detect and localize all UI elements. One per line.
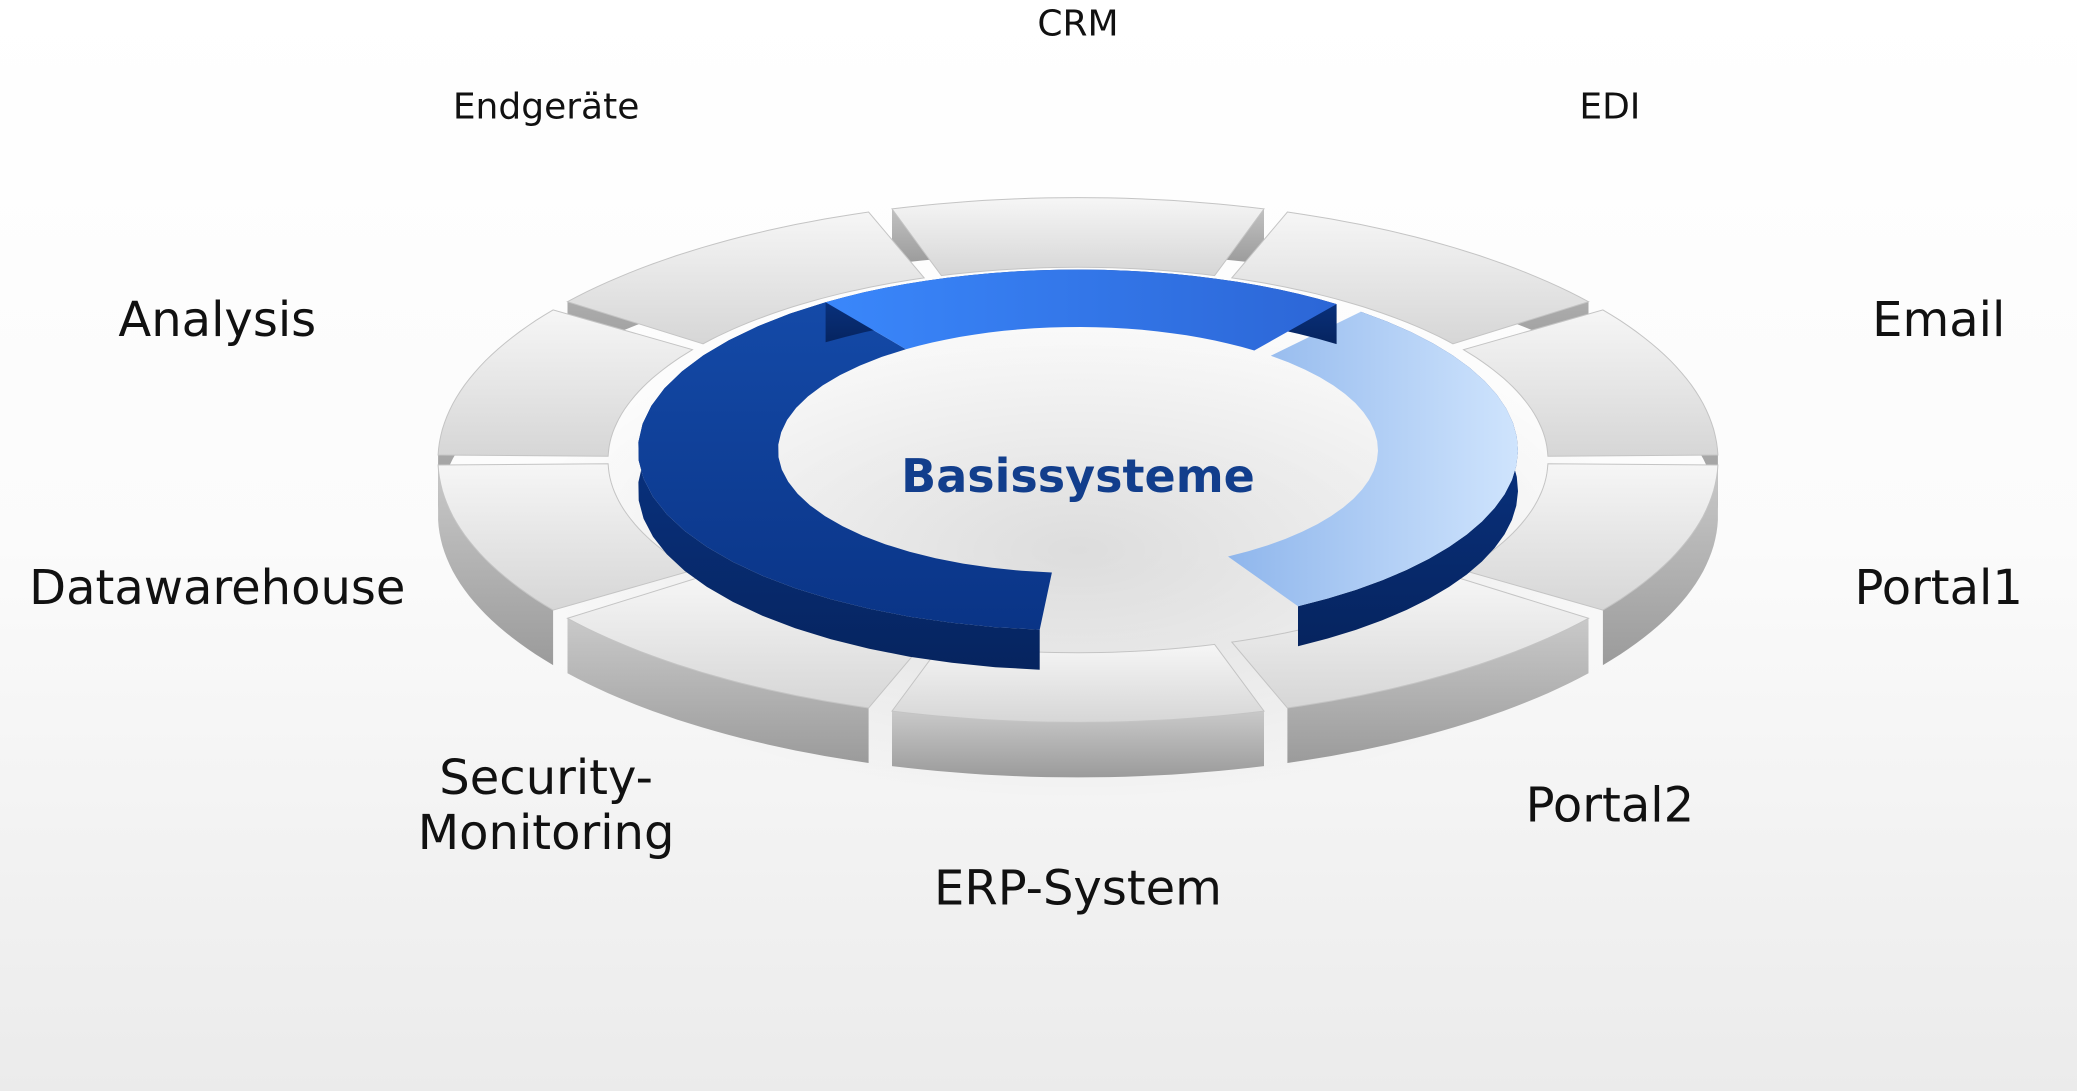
label-portal2: Portal2: [1526, 777, 1694, 833]
segment-portal2-side: [1287, 618, 1589, 763]
segment-edi: [1230, 211, 1590, 357]
label-edi: EDI: [1579, 87, 1640, 128]
label-crm-line: CRM: [1037, 4, 1118, 45]
label-erp-line: ERP-System: [934, 860, 1222, 916]
segment-portal1-side: [1602, 465, 1718, 666]
label-portal2-line: Portal2: [1526, 777, 1694, 833]
label-erp: ERP-System: [934, 860, 1222, 916]
segment-endgeraete-top: [566, 211, 926, 345]
segment-endgeraete: [566, 211, 926, 357]
label-endgeraete: Endgeräte: [453, 87, 640, 128]
label-portal1-line: Portal1: [1854, 560, 2022, 616]
label-endgeraete-line: Endgeräte: [453, 87, 640, 128]
segment-crm-top: [891, 197, 1265, 277]
label-analysis-line: Analysis: [118, 292, 316, 348]
segment-erp: [891, 643, 1265, 778]
label-crm: CRM: [1037, 4, 1118, 45]
label-portal1: Portal1: [1854, 560, 2022, 616]
segment-analysis-top: [437, 309, 694, 457]
label-datawarehouse: Datawarehouse: [29, 560, 405, 616]
segment-email: [1462, 309, 1719, 510]
label-security-line: Security-: [439, 750, 653, 806]
label-email: Email: [1872, 292, 2005, 348]
inner-ring-dark-face: [638, 302, 1052, 630]
inner-ring-top-face: [825, 269, 1337, 351]
label-security: Security-Monitoring: [418, 750, 675, 861]
segment-datawarehouse-top: [437, 463, 694, 611]
inner-ring-light: [1228, 311, 1518, 647]
segment-edi-top: [1230, 211, 1590, 345]
label-analysis: Analysis: [118, 292, 316, 348]
segment-analysis: [437, 309, 694, 510]
inner-ring-dark: [638, 302, 1052, 670]
label-datawarehouse-line: Datawarehouse: [29, 560, 405, 616]
inner-ring-top: [825, 269, 1337, 351]
segment-erp-side: [892, 711, 1264, 778]
label-edi-line: EDI: [1579, 87, 1640, 128]
segment-email-top: [1462, 309, 1719, 457]
segment-crm: [891, 197, 1265, 277]
ring-layer: [437, 197, 1719, 800]
segment-datawarehouse-side: [438, 465, 554, 666]
inner-ring-light-face: [1228, 311, 1518, 607]
label-security-line: Monitoring: [418, 805, 675, 861]
center-label: Basissysteme: [901, 449, 1255, 503]
inner-ring-dark-side: [638, 302, 1040, 670]
segment-datawarehouse: [437, 463, 694, 666]
label-email-line: Email: [1872, 292, 2005, 348]
segment-security-side: [567, 618, 869, 763]
